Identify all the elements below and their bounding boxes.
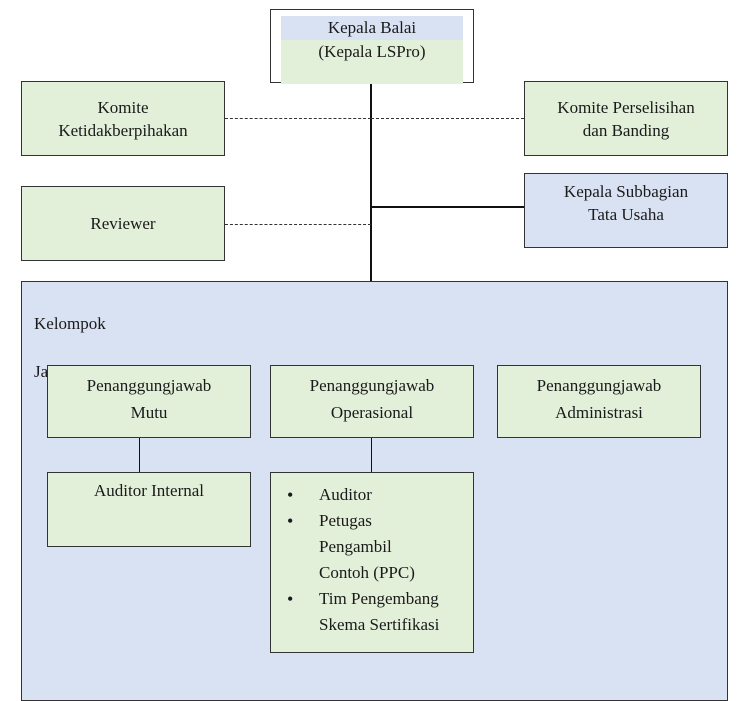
mutu-auditor-connector bbox=[139, 437, 140, 473]
list-item-tim-pengembang: Tim Pengembang Skema Sertifikasi bbox=[271, 586, 475, 638]
perselisihan-dashed-connector bbox=[371, 118, 524, 119]
pj-administrasi-line2: Administrasi bbox=[555, 403, 643, 422]
komite-ketidakberpihakan-line1: Komite bbox=[97, 97, 149, 117]
reviewer-dashed-connector bbox=[225, 224, 371, 225]
komite-perselisihan-line2: dan Banding bbox=[582, 120, 670, 140]
kepala-subbagian-box: Kepala Subbagian Tata Usaha bbox=[524, 173, 728, 248]
ketidakberpihakan-dashed-connector bbox=[225, 118, 371, 119]
operasional-staff-connector bbox=[371, 437, 372, 473]
pj-administrasi-box: Penanggungjawab Administrasi bbox=[497, 365, 701, 438]
komite-ketidakberpihakan-box: Komite Ketidakberpihakan bbox=[21, 81, 225, 156]
kepala-subbagian-line2: Tata Usaha bbox=[588, 205, 664, 224]
pj-mutu-box: Penanggungjawab Mutu bbox=[47, 365, 251, 438]
list-item-auditor: Auditor bbox=[271, 482, 475, 508]
auditor-internal-label: Auditor Internal bbox=[94, 481, 204, 500]
komite-perselisihan-line1: Komite Perselisihan bbox=[557, 97, 695, 117]
komite-ketidakberpihakan-line2: Ketidakberpihakan bbox=[58, 120, 188, 140]
kepala-lspro-label: (Kepala LSPro) bbox=[281, 40, 463, 84]
reviewer-label: Reviewer bbox=[90, 214, 156, 233]
operasional-staff-box: Auditor Petugas Pengambil Contoh (PPC) T… bbox=[270, 472, 474, 653]
subbagian-connector bbox=[371, 206, 525, 208]
pj-operasional-line2: Operasional bbox=[330, 403, 414, 422]
kelompok-line1: Kelompok bbox=[34, 314, 106, 333]
trunk-line bbox=[370, 83, 372, 281]
auditor-internal-box: Auditor Internal bbox=[47, 472, 251, 547]
operasional-staff-list: Auditor Petugas Pengambil Contoh (PPC) T… bbox=[271, 482, 475, 638]
pj-operasional-line1: Penanggungjawab bbox=[309, 376, 435, 395]
list-item-petugas-ppc: Petugas Pengambil Contoh (PPC) bbox=[271, 508, 475, 586]
kepala-subbagian-line1: Kepala Subbagian bbox=[563, 182, 689, 201]
pj-mutu-line1: Penanggungjawab bbox=[86, 376, 212, 395]
reviewer-box: Reviewer bbox=[21, 186, 225, 261]
pj-mutu-line2: Mutu bbox=[130, 403, 168, 422]
komite-perselisihan-box: Komite Perselisihan dan Banding bbox=[524, 81, 728, 156]
kepala-balai-title: Kepala Balai bbox=[281, 16, 463, 40]
pj-administrasi-line1: Penanggungjawab bbox=[536, 376, 662, 395]
pj-operasional-box: Penanggungjawab Operasional bbox=[270, 365, 474, 438]
kepala-balai-box: Kepala Balai (Kepala LSPro) bbox=[270, 9, 474, 84]
